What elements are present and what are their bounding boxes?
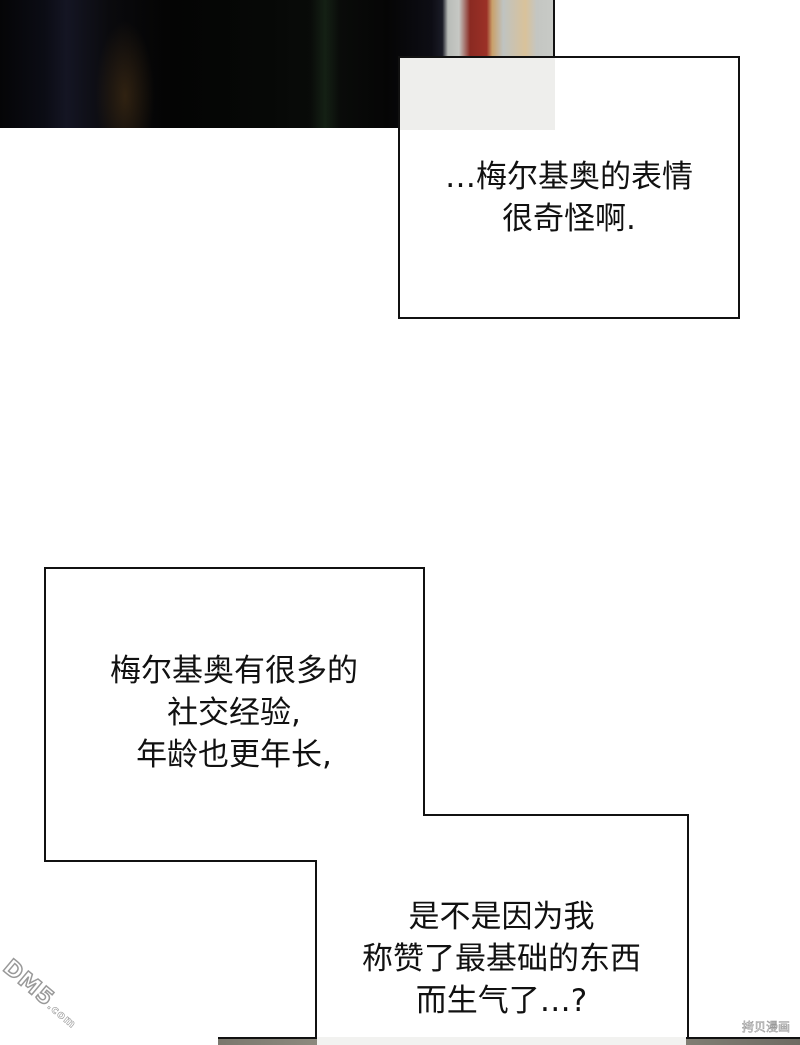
narration-text-3: 是不是因为我 称赞了最基础的东西 而生气了…?	[362, 899, 641, 1019]
narration-text-1: …梅尔基奥的表情 很奇怪啊.	[445, 159, 693, 237]
watermark-copy-manga: 拷贝漫画	[741, 1020, 791, 1035]
panel-shading	[95, 20, 155, 128]
panel-shading	[310, 0, 340, 128]
narration-box-1: …梅尔基奥的表情 很奇怪啊.	[398, 56, 740, 319]
box-overlap-tint	[400, 58, 555, 130]
box-bottom-fill	[317, 1037, 686, 1045]
narration-text-2: 梅尔基奥有很多的 社交经验, 年龄也更年长,	[110, 653, 358, 773]
